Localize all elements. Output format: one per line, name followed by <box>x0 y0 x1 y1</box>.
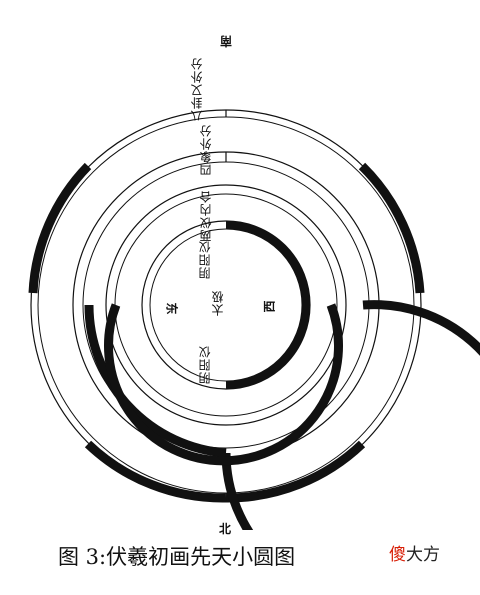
ring-two-boundary <box>105 184 347 426</box>
ring-two-segment-lower <box>104 303 343 466</box>
watermark-char: 傻 <box>389 545 406 565</box>
ring-outer-segment-sw <box>84 440 227 503</box>
center-label: 太极 <box>211 290 225 316</box>
ring-outer-segment-nw <box>28 162 92 294</box>
ring-outer-inner-edge <box>37 116 415 494</box>
direction-east-label: 东 <box>164 302 179 315</box>
figure-caption: 图 3:伏羲初画先天小圆图 <box>58 545 296 569</box>
ring-inner-top-label: 阴阳仪 <box>198 240 212 279</box>
watermark: 傻大方 <box>389 540 440 565</box>
xiantian-circle-diagram <box>28 109 480 530</box>
ring-four-segment-south <box>221 300 480 530</box>
direction-west-label: 西 <box>262 300 277 313</box>
direction-north-label: 北 <box>219 522 232 536</box>
ring-inner-segment-east <box>225 221 310 389</box>
ring-four-label: 四象外分 <box>199 124 213 176</box>
ring-outer-label: 八卦又外分 <box>190 57 204 122</box>
direction-south-label: 南 <box>220 34 233 48</box>
ring-inner-bottom-label: 阴阳仪 <box>198 345 212 384</box>
watermark-text: 大方 <box>406 545 440 565</box>
ring-two-label: 两仪内合 <box>199 190 213 242</box>
ring-outer-segment-se <box>225 440 366 503</box>
ring-outer-segment-ne <box>358 162 425 294</box>
